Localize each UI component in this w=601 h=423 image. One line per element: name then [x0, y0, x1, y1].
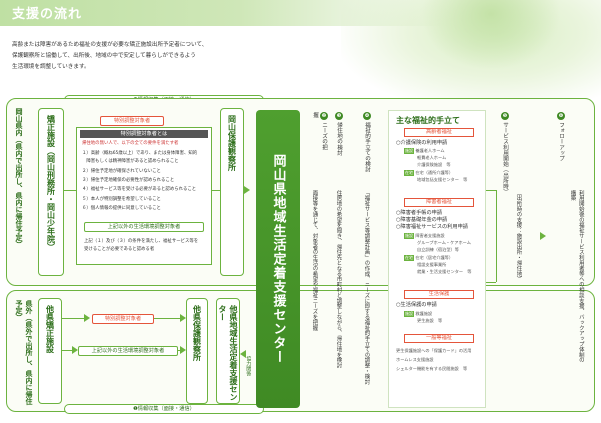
- condition-line: １）高齢（概ね65歳以上）であり、または身体障害、知的: [82, 151, 198, 156]
- welfare-item: ○生活保護の申請: [396, 302, 437, 308]
- info-gathering-bar-bottom: ❶情報収集（面接・通信）: [64, 404, 264, 414]
- intro-line: 高齢または障害があるため福祉の支援が必要な矯正施設出所予定者について、: [12, 42, 208, 48]
- other-note: 上記（１）及び（３）の条件を満たし、福祉サービス等を: [84, 239, 199, 244]
- welfare-sub: 在宅（通所介護等）: [415, 170, 454, 175]
- prison-box: 矯正施設（岡山刑務所・岡山少年院）: [38, 108, 64, 276]
- welfare-item: ○障害基礎年金の申請: [396, 217, 448, 223]
- other-adjustment-pill: 上記以外の生活環境調整対象者: [84, 222, 204, 232]
- step-3-title: ❸ 帰住地の検討: [334, 112, 343, 172]
- title-bar: [0, 0, 601, 26]
- arrow-right-icon: [180, 346, 186, 354]
- arrow-line: [64, 190, 76, 191]
- arrow-line: [496, 190, 497, 282]
- step-number: ❸: [335, 112, 343, 120]
- conditions-sub: 帰住地の無い人で、以下の全ての要件を満たす者: [82, 141, 179, 146]
- condition-line: ４）福祉サービス等を受ける必要があると認められること: [82, 187, 197, 192]
- step-4-title: ❹ 福祉的手立ての検討: [362, 112, 371, 182]
- special-adjustment-pill: 特別調整対象者: [100, 116, 164, 126]
- arrow-line: [486, 282, 496, 283]
- outside-region-label: 県外（県外で出所し、県内に帰住予定）: [15, 300, 33, 405]
- welfare-sub: 在宅（居宅介護等）: [415, 255, 454, 260]
- arrow-left-icon: [240, 350, 246, 358]
- welfare-item: ○障害者手帳の申請: [396, 210, 443, 216]
- welfare-sub: 救護施設: [415, 311, 433, 316]
- step-title: サービス利用開始（出所時）: [502, 122, 508, 195]
- arrow-right-icon: [180, 314, 186, 322]
- arrow-right-icon: [540, 232, 546, 240]
- condition-line: ６）個人情報の提供に同意していること: [82, 206, 161, 211]
- welfare-sub: 軽費老人ホーム: [417, 155, 447, 160]
- welfare-sub: 自立訓練（宿泊型）等: [417, 247, 459, 252]
- welfare-section-head: 障害者福祉: [404, 198, 474, 207]
- welfare-sub: 介護保険施設 等: [417, 162, 451, 167]
- welfare-section-head: 一般等福祉: [404, 334, 474, 343]
- step-title: 帰住地の検討: [336, 122, 342, 156]
- welfare-sub: シェルター機能を有する民間施設 等: [396, 366, 468, 371]
- support-center-box: 岡山県地域生活定着支援センター: [256, 110, 300, 408]
- arrow-line: [62, 318, 86, 319]
- welfare-sub: 養護老人ホーム: [415, 148, 445, 153]
- probation-office-box: 岡山保護観察所: [220, 108, 244, 276]
- arrow-line: [486, 190, 496, 191]
- outside-special-pill: 特別調整対象者: [92, 314, 154, 324]
- step-3-desc: 住居地の希望を聞き、帰住先となる市町村と調整しながら、帰住地を検討: [335, 190, 342, 369]
- step-6-title: ❻ フォローアップ: [556, 112, 565, 182]
- intro-line: 保護観察所と協働して、出所後、地域の中で安定して暮らしができるよう: [12, 53, 196, 59]
- conditions-box: [76, 127, 212, 265]
- welfare-sub: 地域包括支援センター 等: [417, 177, 468, 182]
- step-2-desc: 面接等を通じて、対象者の生活の希望や福祉ニーズを把握: [311, 190, 318, 331]
- intro-line: 生活環境を調整していきます。: [12, 64, 90, 70]
- welfare-sub: グループホーム・ケアホーム: [417, 240, 471, 245]
- step-title: フォローアップ: [558, 122, 564, 162]
- other-prison-box: 他県矯正施設: [38, 298, 62, 404]
- conditions-heading: 特別調整対象者とは: [80, 130, 208, 138]
- welfare-item: ○障害福祉サービスの利用申請: [396, 224, 468, 230]
- welfare-sub: 相談支援事業所: [417, 262, 447, 267]
- step-title: 福祉的手立ての検討: [364, 122, 370, 173]
- step-5-title: ❺ サービス利用開始（出所時）: [500, 112, 509, 202]
- page-title: 支援の流れ: [12, 7, 83, 22]
- condition-line: ５）本人が特別調整を希望していること: [82, 197, 161, 202]
- other-probation-box: 他県保護観察所: [186, 298, 208, 404]
- other-center-box: 他県地域生活定着支援センター: [216, 298, 240, 404]
- step-number: ❻: [557, 112, 565, 120]
- step-number: ❷: [320, 112, 328, 120]
- step-number: ❺: [501, 112, 509, 120]
- welfare-sub: 障害者支援施設: [415, 233, 445, 238]
- arrow-line: [212, 190, 220, 191]
- arrow-line: [154, 318, 180, 319]
- step-6-desc: 利用開始後の福祉サービス利用者等への相談支援、バックアップ体制の構築: [569, 190, 584, 363]
- step-5-desc: （出所時の支援：施設出所・帰住地）: [515, 190, 522, 282]
- welfare-item: ○介護保険の利用申請: [396, 140, 448, 146]
- condition-line: ２）帰住予定地が確保されていないこと: [82, 169, 161, 174]
- condition-line: ３）帰住予定地確保の必要性が認められること: [82, 178, 175, 183]
- arrow-line: [62, 350, 72, 351]
- step-title: ニーズの把握: [312, 112, 327, 150]
- condition-line: 障害もしくは精神障害があると認められること: [82, 159, 179, 164]
- intro-text: 高齢または障害があるため福祉の支援が必要な矯正施設出所予定者について、 保護観察…: [12, 40, 342, 73]
- welfare-sub: 更生保護施設への「保護カード」の活用: [396, 348, 472, 353]
- step-2-title: ❷ニーズの把握: [310, 112, 328, 152]
- cooperation-label: 協力関係: [245, 356, 252, 376]
- other-note: 受けることが必要であると認める者: [84, 247, 155, 252]
- arrow-right-icon: [84, 314, 90, 322]
- welfare-sub: ホームレス支援施設: [396, 357, 434, 362]
- okayama-region-label: 岡山県内（県内で出所し、県内に帰住予定）: [15, 108, 23, 248]
- welfare-title: 主な福祉的手立て: [396, 116, 460, 125]
- arrow-right-icon: [72, 346, 78, 354]
- welfare-sub: 更生施設 等: [417, 318, 443, 323]
- welfare-section-head: 生活保護: [404, 290, 474, 299]
- welfare-section-head: 高齢者福祉: [404, 128, 474, 137]
- outside-other-pill: 上記以外の生活環境調整対象者: [78, 346, 178, 356]
- step-4-desc: 「福祉サービス等調整計画」の作成、ニーズに即する福祉的手立ての調整・検討: [363, 190, 370, 385]
- welfare-sub: 就業・生活支援センター 等: [417, 269, 472, 274]
- step-number: ❹: [363, 112, 371, 120]
- arrow-right-icon: [244, 186, 250, 194]
